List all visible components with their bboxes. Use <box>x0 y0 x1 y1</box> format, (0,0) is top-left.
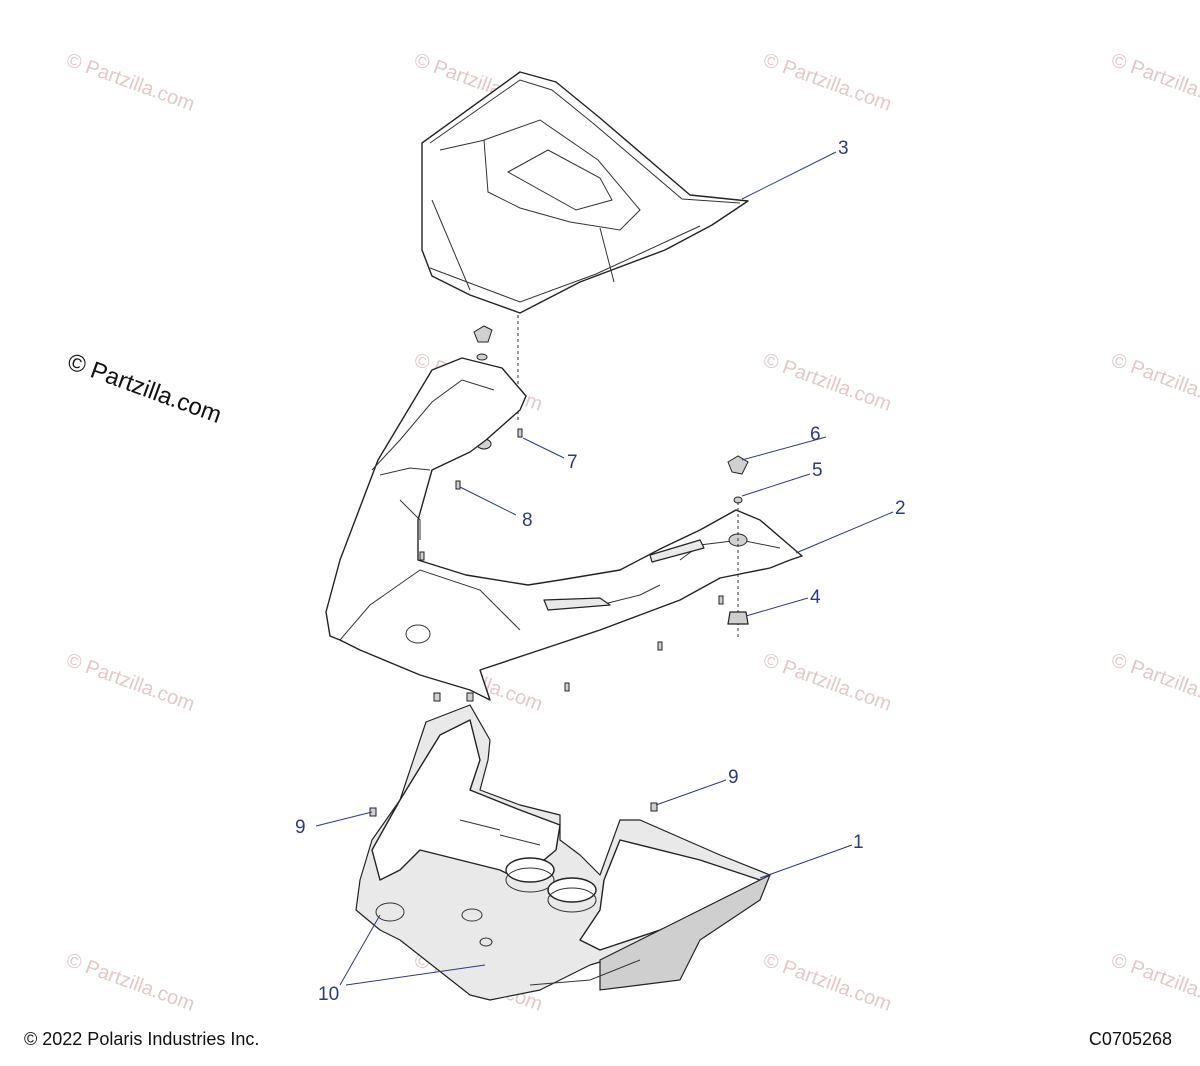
figure-code: C0705268 <box>1088 1029 1172 1049</box>
callout-2: 2 <box>895 498 906 519</box>
watermark: © Partzilla.com <box>760 949 894 1016</box>
floor-panel <box>355 704 772 1001</box>
callout-1: 1 <box>853 832 864 853</box>
callout-5: 5 <box>812 460 823 481</box>
leader-lines <box>315 151 894 986</box>
callouts: 3 7 6 5 8 2 4 9 9 1 10 <box>295 138 906 1005</box>
watermark: © Partzilla.com <box>760 649 894 716</box>
callout-10: 10 <box>318 984 339 1005</box>
front-body-panel <box>325 357 803 701</box>
callout-3: 3 <box>838 138 849 159</box>
callout-6: 6 <box>810 424 821 445</box>
watermark: © Partzilla.com <box>1108 349 1200 416</box>
watermark: © Partzilla.com <box>760 49 894 116</box>
callout-9-left: 9 <box>295 817 306 838</box>
watermark: © Partzilla.com <box>1108 649 1200 716</box>
watermark: © Partzilla.com <box>63 49 197 116</box>
watermark: © Partzilla.com <box>63 949 197 1016</box>
callout-8: 8 <box>522 510 533 531</box>
hood-part <box>421 71 749 314</box>
callout-7: 7 <box>567 452 578 473</box>
watermark: © Partzilla.com <box>1108 949 1200 1016</box>
callout-4: 4 <box>810 587 821 608</box>
fastener-group-right <box>718 455 749 640</box>
watermark-large: © Partzilla.com <box>64 348 225 429</box>
watermark: © Partzilla.com <box>760 349 894 416</box>
watermark: © Partzilla.com <box>1108 49 1200 116</box>
copyright-text: © 2022 Polaris Industries Inc. <box>24 1029 260 1049</box>
callout-9-right: 9 <box>728 767 739 788</box>
watermark: © Partzilla.com <box>63 649 197 716</box>
